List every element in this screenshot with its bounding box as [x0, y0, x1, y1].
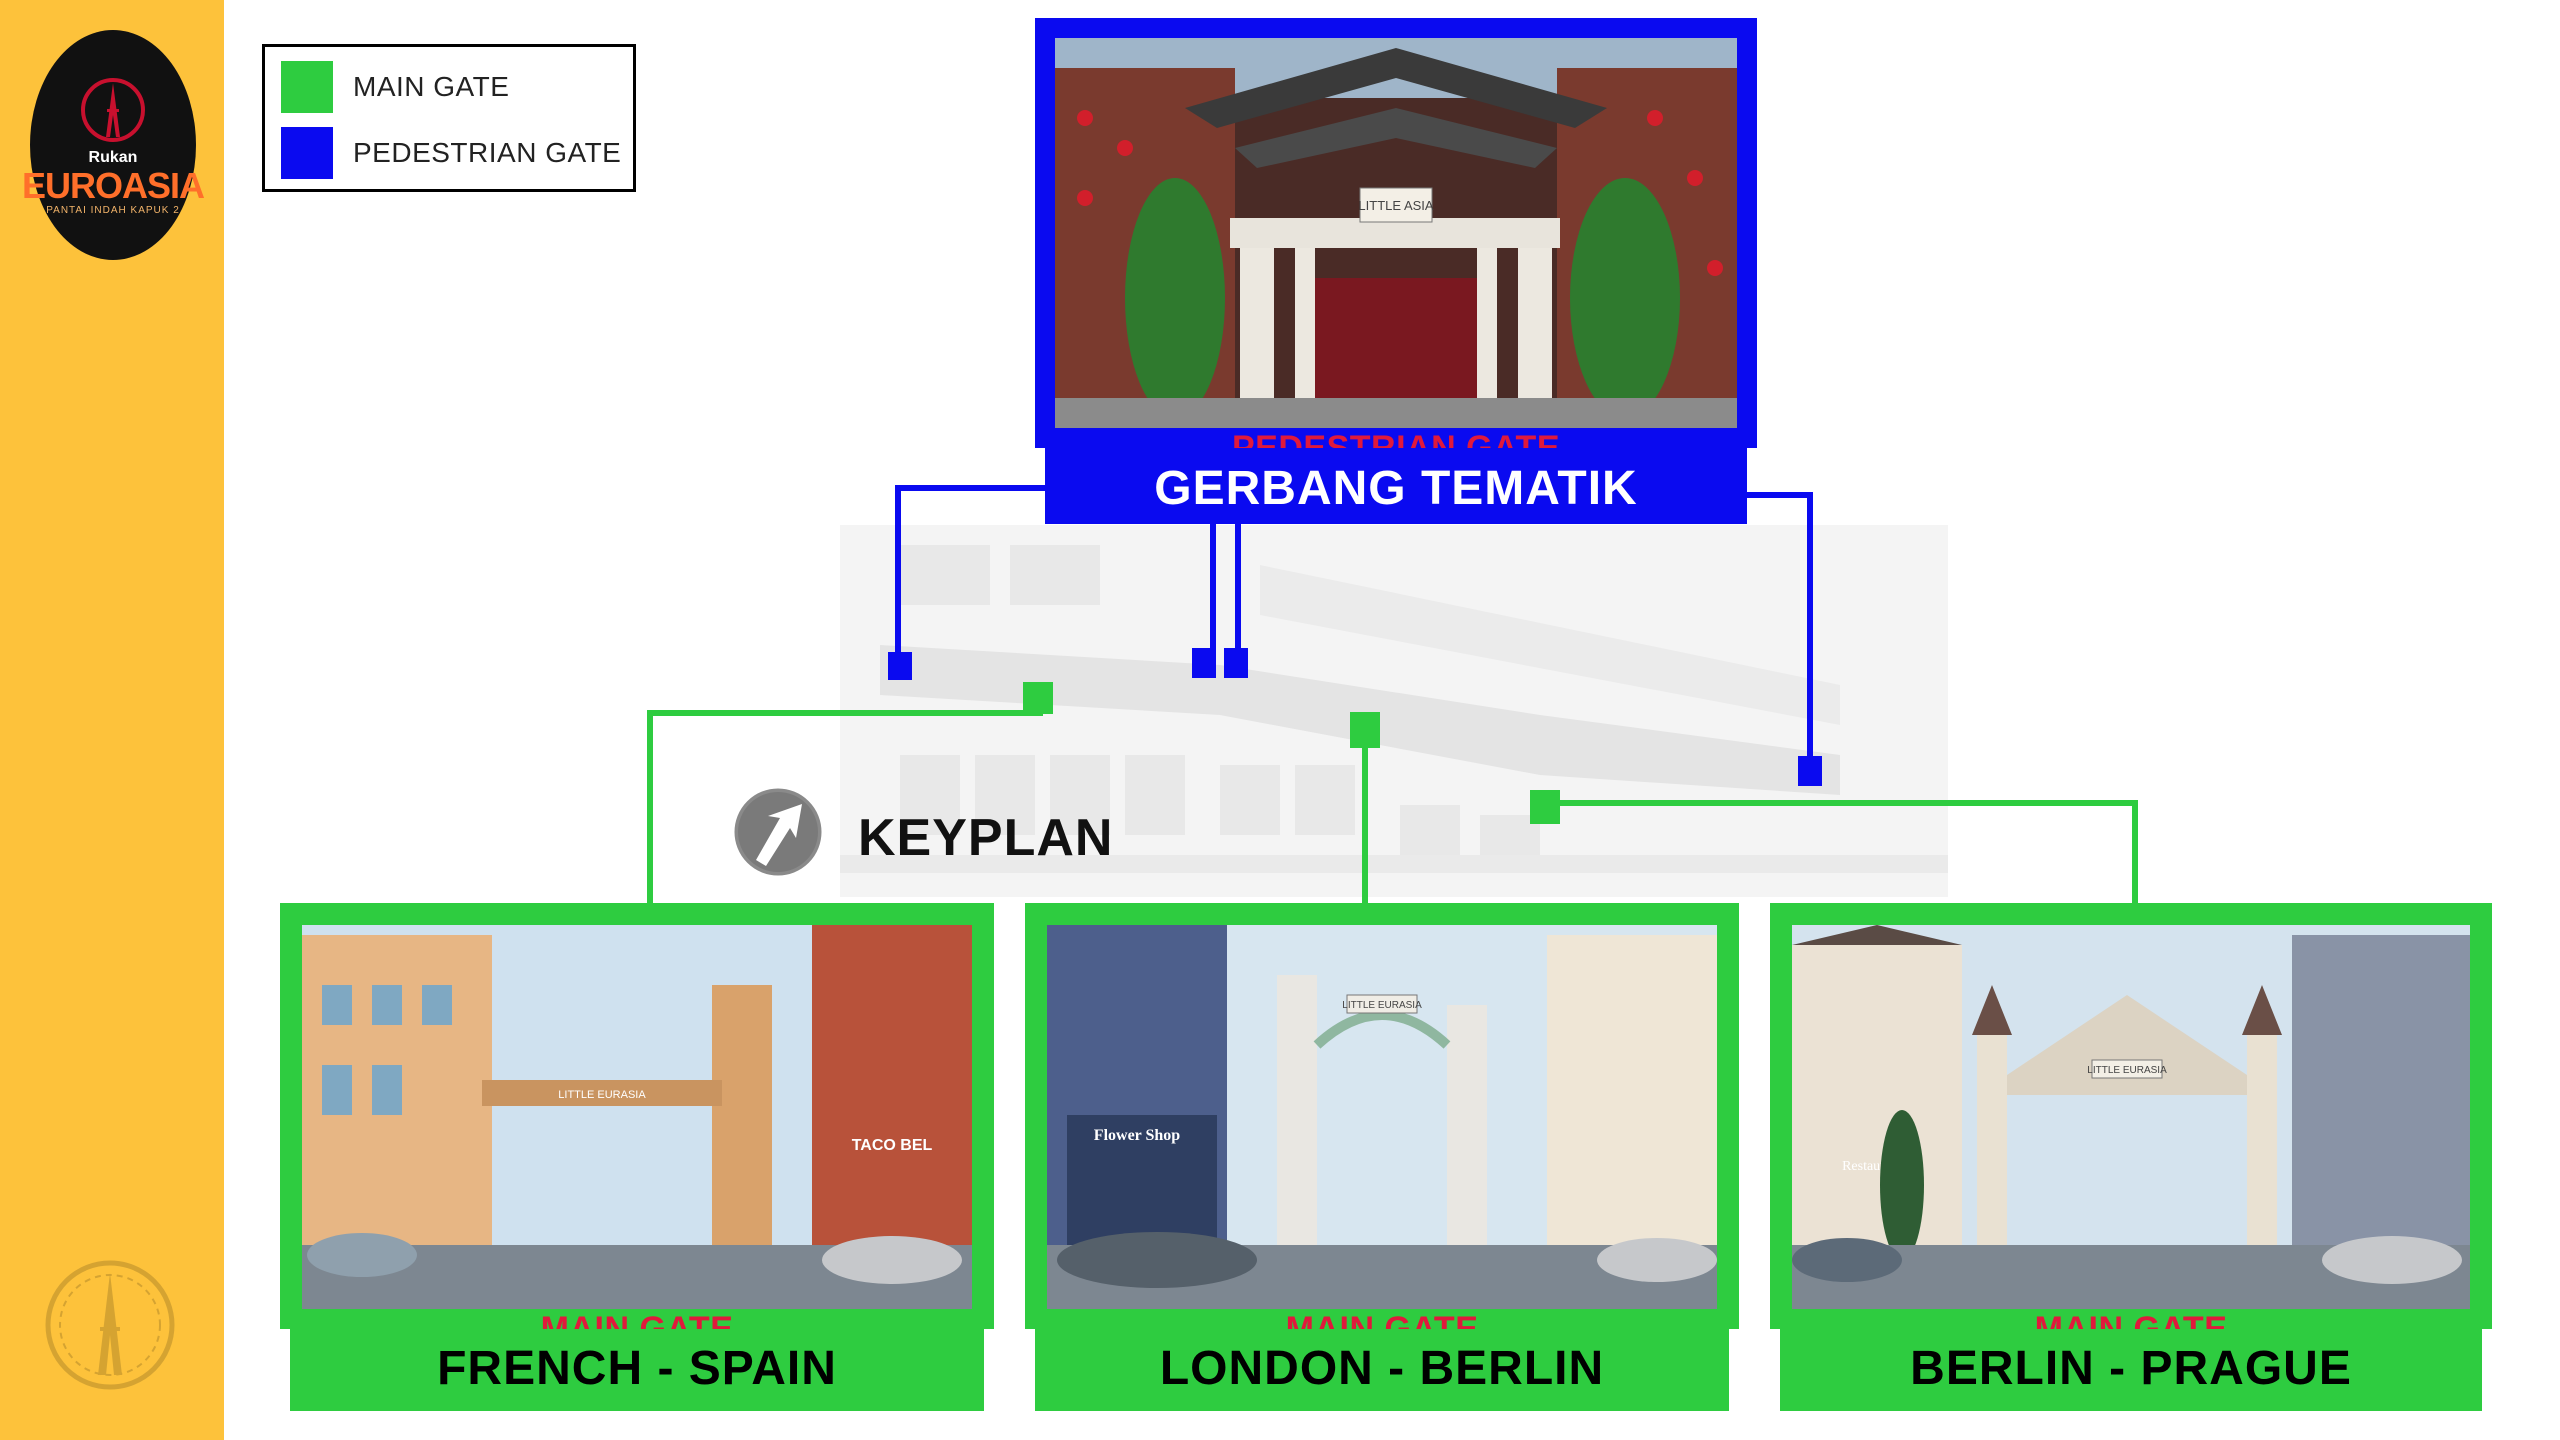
gate-sign-text: LITTLE EURASIA — [1342, 1000, 1422, 1011]
logo-sub-text: PANTAI INDAH KAPUK 2 — [46, 204, 180, 216]
pedestrian-gate-render: LITTLE ASIA — [1055, 38, 1737, 428]
main-gate-render: LITTLE EURASIA TACO BEL — [302, 925, 972, 1309]
legend: MAIN GATE PEDESTRIAN GATE — [262, 44, 636, 192]
main-gate-card-french-spain: LITTLE EURASIA TACO BEL MAIN GATE — [280, 903, 994, 1347]
keyplan-label: KEYPLAN — [858, 809, 1114, 867]
main-gate-render: LITTLE EURASIA Restaurant — [1792, 925, 2470, 1309]
legend-swatch-green — [281, 61, 333, 113]
gate-name-label: GERBANG TEMATIK — [1154, 462, 1638, 515]
main-gate-name-bar: LONDON - BERLIN — [1035, 1329, 1729, 1411]
gate-sign-text: LITTLE EURASIA — [2087, 1065, 2167, 1076]
gate-sign-text: LITTLE EURASIA — [558, 1089, 646, 1101]
gate-name-label: BERLIN - PRAGUE — [1910, 1342, 2352, 1395]
logo-brand-text: EUROASIA — [21, 164, 205, 206]
shop-sign-text: TACO BEL — [852, 1137, 933, 1154]
gate-name-label: FRENCH - SPAIN — [437, 1342, 837, 1395]
legend-item-pedestrian-gate: PEDESTRIAN GATE — [281, 125, 621, 181]
pedestrian-gate-sign-text: LITTLE ASIA — [1358, 198, 1433, 213]
eiffel-tower-icon — [81, 77, 145, 142]
pedestrian-gate-name-bar: GERBANG TEMATIK — [1045, 448, 1747, 524]
compass-arrow-icon — [729, 783, 827, 881]
euroasia-logo: Rukan EUROASIA PANTAI INDAH KAPUK 2 — [22, 30, 205, 260]
sidebar: Rukan EUROASIA PANTAI INDAH KAPUK 2 — [0, 0, 224, 1440]
main-gate-name-bar: FRENCH - SPAIN — [290, 1329, 984, 1411]
legend-label: PEDESTRIAN GATE — [353, 137, 622, 168]
logo-small-text: Rukan — [88, 148, 138, 166]
gate-name-label: LONDON - BERLIN — [1159, 1342, 1605, 1395]
eiffel-watermark-icon — [45, 1260, 175, 1390]
legend-swatch-blue — [281, 127, 333, 179]
main-gate-render: Flower Shop LITTLE EURASIA — [1047, 925, 1717, 1309]
main-gate-card-berlin-prague: LITTLE EURASIA Restaurant MAIN GATE — [1770, 903, 2492, 1347]
legend-label: MAIN GATE — [353, 71, 510, 102]
main-gate-name-bar: BERLIN - PRAGUE — [1780, 1329, 2482, 1411]
legend-item-main-gate: MAIN GATE — [281, 59, 509, 115]
shop-sign-text: Flower Shop — [1094, 1127, 1180, 1144]
pedestrian-gate-card: LITTLE ASIA PEDESTRIAN GATE — [1035, 18, 1757, 466]
main-gate-card-london-berlin: Flower Shop LITTLE EURASIA MAIN GATE — [1025, 903, 1739, 1347]
